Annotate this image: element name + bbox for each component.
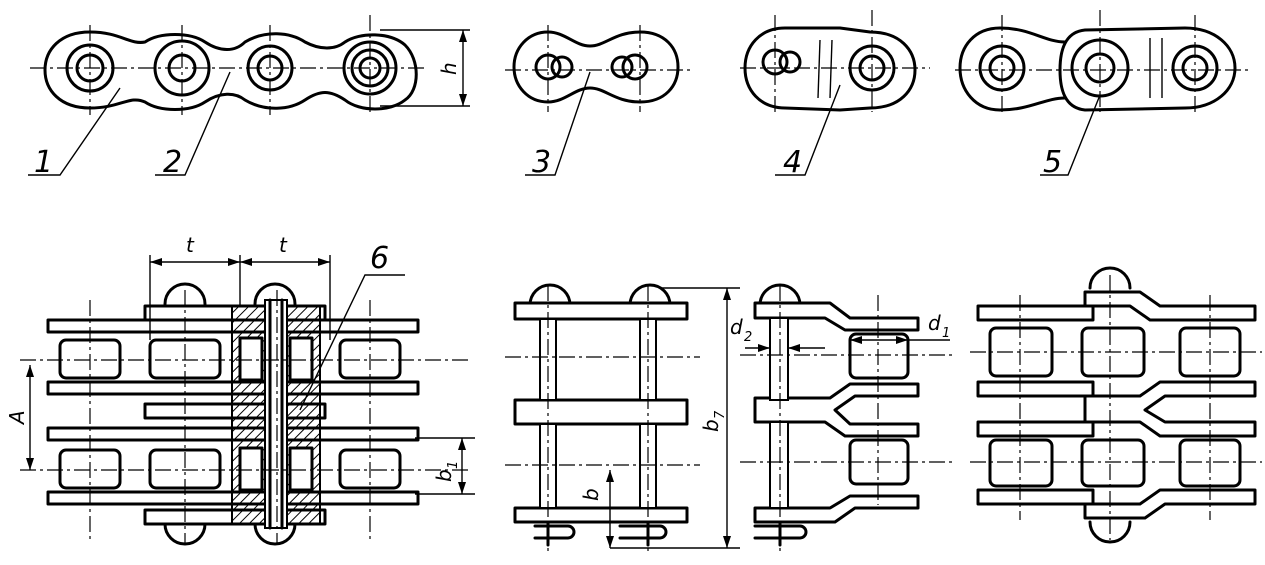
dim-d2-label: d [730, 315, 743, 339]
dim-A-label: A [5, 410, 29, 426]
dim-t-label: t [279, 233, 288, 257]
callout-2: 2 [163, 145, 182, 180]
dim-t-label: t [186, 233, 195, 257]
callout-3: 3 [532, 145, 551, 180]
double-row-chain-section: t t A b 1 6 [5, 233, 475, 546]
cranked-assembly-part-5: 5 [955, 10, 1250, 180]
dim-d1-subscript: 1 [942, 326, 950, 341]
dim-b1-label: b [432, 469, 456, 482]
assembled-chain-plan-view [970, 266, 1262, 544]
dim-b7-subscript: 7 [713, 410, 728, 419]
dim-d1-label: d [928, 311, 941, 335]
connecting-links-plan-view: b 7 b d 2 d 1 [505, 283, 955, 555]
dim-h-label: h [437, 62, 461, 75]
callout-1: 1 [34, 145, 53, 180]
dim-d2-subscript: 2 [744, 330, 752, 345]
dim-b1-subscript: 1 [446, 461, 461, 469]
dim-b7-label: b [699, 419, 723, 432]
callout-6: 6 [370, 241, 389, 276]
callout-4: 4 [783, 145, 802, 180]
callout-5: 5 [1043, 145, 1062, 180]
dim-b-label: b [579, 488, 603, 501]
connecting-link-part-3: 3 [505, 25, 690, 180]
cranked-link-part-4: 4 [740, 10, 930, 180]
chain-side-view: h 1 2 [28, 15, 470, 180]
